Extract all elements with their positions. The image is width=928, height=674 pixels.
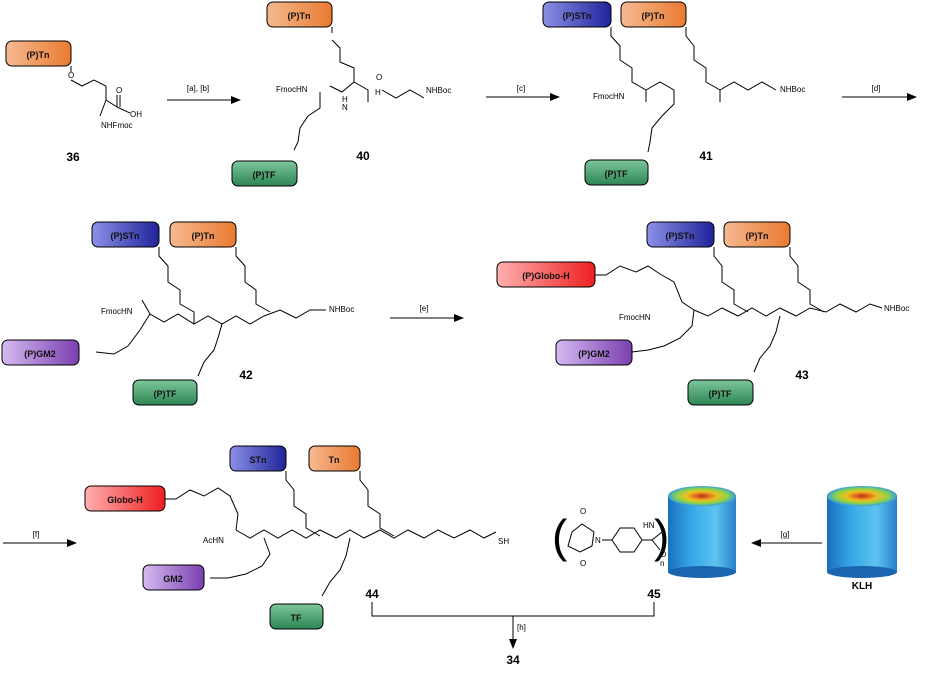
nhboc-label-40: NHBoc <box>426 86 451 95</box>
arrow-c: [c] <box>486 84 560 101</box>
tag-tf-44-label: TF <box>291 613 302 623</box>
condition-e: [e] <box>420 304 429 313</box>
tag-stn-44 <box>229 445 287 472</box>
h-label-40: H <box>342 95 348 104</box>
tag-tn-43-label: (P)Tn <box>746 231 769 241</box>
condition-h: [h] <box>517 623 526 632</box>
compound-number-42: 42 <box>239 368 253 382</box>
klh-label: KLH <box>852 581 873 592</box>
h2-label-40: H <box>375 88 381 97</box>
tag-globo-44-label: Globo-H <box>107 495 143 505</box>
maleimide-o1: O <box>580 507 586 516</box>
maleimide-n: N <box>595 536 601 545</box>
tag-tf-42 <box>132 379 198 406</box>
fmochn-label-42: FmocHN <box>101 307 133 316</box>
klh-protein-image <box>827 486 897 578</box>
tag-tf-40 <box>231 160 298 187</box>
tag-tf-43 <box>687 379 754 406</box>
subscript-n: n <box>660 559 664 568</box>
tag-tn-41-label: (P)Tn <box>642 11 665 21</box>
tag-tn-36 <box>5 40 72 67</box>
tag-stn-41-label: (P)STn <box>563 11 592 21</box>
compound-number-36: 36 <box>66 150 80 164</box>
tag-tn-42-label: (P)Tn <box>192 231 215 241</box>
tag-tf-41 <box>584 159 649 186</box>
tag-tn-36-label: (P)Tn <box>27 50 50 60</box>
tag-tn-44 <box>308 445 361 472</box>
compound-36: (P)Tn O O OH NHFmoc 36 <box>5 40 142 164</box>
compound-41: (P)STn (P)Tn FmocHN NHBoc (P)TF 41 <box>542 1 805 186</box>
tag-gm2-42-label: (P)GM2 <box>24 349 56 359</box>
fmochn-label-43: FmocHN <box>619 313 651 322</box>
tag-tn-43 <box>723 221 791 248</box>
condition-d: [d] <box>872 84 881 93</box>
compound-number-41: 41 <box>699 149 713 163</box>
condition-ab: [a], [b] <box>187 84 209 93</box>
tag-tn-41 <box>620 1 687 28</box>
compound-40: (P)Tn FmocHN H N O H NHBoc (P)TF 40 <box>231 1 451 187</box>
tag-stn-42 <box>91 221 160 248</box>
tag-tn-40 <box>266 1 333 28</box>
tag-stn-43-label: (P)STn <box>666 231 695 241</box>
fmochn-label-40: FmocHN <box>276 85 308 94</box>
condition-g: [g] <box>781 530 790 539</box>
oxygen-label: O <box>68 71 74 80</box>
arrow-ab: [a], [b] <box>167 84 241 104</box>
nhboc-label-42: NHBoc <box>329 305 354 314</box>
n-label-40: N <box>342 103 348 112</box>
arrow-d: [d] <box>842 84 917 101</box>
tag-tf-41-label: (P)TF <box>605 169 628 179</box>
paren-left: ( <box>552 510 568 562</box>
klh: KLH <box>827 486 897 592</box>
nhboc-label-41: NHBoc <box>780 85 805 94</box>
arrow-g: [g] <box>751 530 822 547</box>
sh-label: SH <box>498 537 509 546</box>
compound-42: (P)STn (P)Tn FmocHN NHBoc (P)GM2 (P)TF 4… <box>1 221 354 406</box>
compound-number-44: 44 <box>365 587 379 601</box>
oh-label: OH <box>130 110 142 119</box>
compound-number-43: 43 <box>795 368 809 382</box>
tag-tn-42 <box>169 221 237 248</box>
maleimide-o2: O <box>580 559 586 568</box>
compound-43: (P)Globo-H (P)STn (P)Tn FmocHN NHBoc (P)… <box>496 221 909 406</box>
compound-number-34: 34 <box>506 653 520 667</box>
tag-stn-44-label: STn <box>250 455 267 465</box>
tag-globo-43-label: (P)Globo-H <box>522 271 570 281</box>
tag-gm2-43-label: (P)GM2 <box>578 349 610 359</box>
carbonyl-o: O <box>116 86 122 95</box>
tag-stn-41 <box>542 1 612 28</box>
achn-label: AcHN <box>203 536 224 545</box>
compound-number-45: 45 <box>647 587 661 601</box>
tag-gm2-42 <box>1 339 80 366</box>
tag-gm2-44 <box>142 564 205 591</box>
tag-gm2-44-label: GM2 <box>163 574 183 584</box>
compound-45: ( O O N HN O ) n 45 <box>552 486 736 601</box>
arrow-h: [h] 34 <box>371 602 655 667</box>
condition-c: [c] <box>517 84 525 93</box>
nhfmoc-label: NHFmoc <box>101 121 133 130</box>
nhboc-label-43: NHBoc <box>884 304 909 313</box>
arrow-f: [f] <box>3 530 77 547</box>
paren-right: ) <box>654 510 669 562</box>
o-label-40: O <box>376 73 382 82</box>
tag-gm2-43 <box>555 339 633 366</box>
tag-tf-44 <box>269 603 324 630</box>
tag-tf-40-label: (P)TF <box>253 170 276 180</box>
tag-tf-42-label: (P)TF <box>154 389 177 399</box>
amide-o: O <box>660 550 666 559</box>
tag-tn-40-label: (P)Tn <box>288 11 311 21</box>
tag-tf-43-label: (P)TF <box>709 389 732 399</box>
arrow-e: [e] <box>390 304 464 322</box>
tag-stn-42-label: (P)STn <box>111 231 140 241</box>
compound-44: Globo-H STn Tn AcHN SH GM2 TF 44 <box>84 445 509 630</box>
tag-tn-44-label: Tn <box>329 455 340 465</box>
fmochn-label-41: FmocHN <box>593 92 625 101</box>
tag-stn-43 <box>646 221 715 248</box>
condition-f: [f] <box>33 530 40 539</box>
amide-hn: HN <box>643 521 655 530</box>
compound-number-40: 40 <box>356 149 370 163</box>
klh-protein-image-45 <box>668 486 736 578</box>
